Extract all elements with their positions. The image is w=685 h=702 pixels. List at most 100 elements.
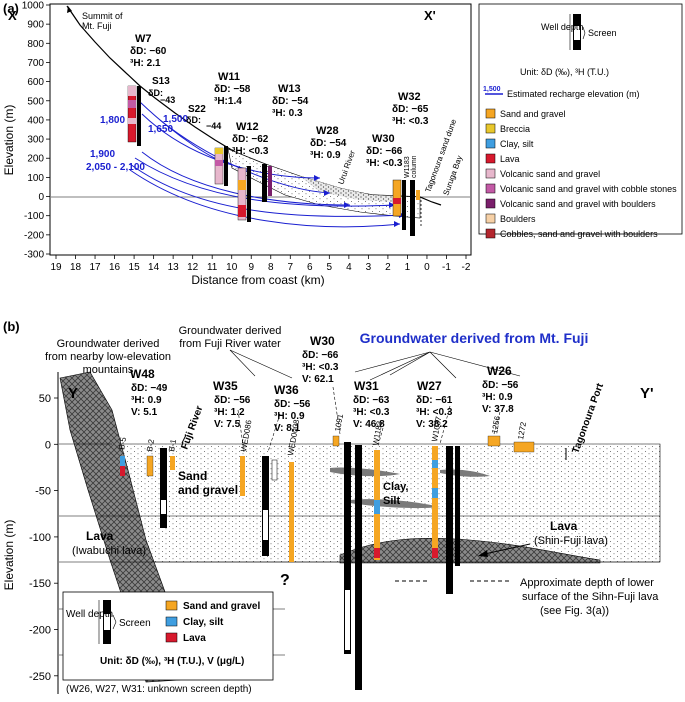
panel-b-y-label: Elevation (m) [2, 520, 16, 591]
a-ytick-label: -100 [24, 211, 44, 222]
approx-3: (see Fig. 3(a)) [540, 605, 609, 617]
legend-a-item-label: Sand and gravel [500, 109, 566, 119]
well-id-w1037: W1037 [430, 415, 443, 442]
legend-b-item-label: Lava [183, 633, 206, 644]
a-ytick-label: 1000 [22, 1, 45, 12]
a-ytick-label: -200 [24, 230, 44, 241]
legend-a-swatch [485, 123, 496, 134]
w27-dd: δD: −61 [416, 395, 453, 406]
w48-v: V: 5.1 [131, 407, 158, 418]
shin-fuji-lava [339, 537, 601, 564]
w31-name: W31 [354, 379, 379, 393]
w35-name: W35 [213, 379, 238, 393]
panel-b-y-axis: 500-50-100-150-200-250 [29, 393, 58, 683]
recharge-label-1800: 1,800 [100, 115, 125, 126]
legend-b-item-label: Clay, silt [183, 617, 224, 628]
legend-a-swatch [485, 183, 496, 194]
x-right-label: X' [424, 8, 436, 23]
w28-h: ³H: 0.9 [310, 150, 341, 161]
legend-a-item-label: Breccia [500, 124, 530, 134]
legend-a-item-label: Cobbles, sand and gravel with boulders [500, 229, 658, 239]
summit-label-2: Mt. Fuji [82, 21, 112, 31]
title-mt-fuji: Groundwater derived from Mt. Fuji [360, 330, 589, 346]
well-id-1256: 1256 [490, 415, 502, 435]
lava-right-arrowhead [478, 550, 488, 557]
well-w7-column [127, 85, 141, 146]
w27-name: W27 [417, 379, 442, 393]
b-ytick-label: -250 [29, 671, 51, 683]
b-ytick-label: -100 [29, 532, 51, 544]
a-ytick-label: 800 [27, 39, 44, 50]
a-xtick-label: 6 [307, 262, 313, 273]
legend-a-item-label: Lava [500, 154, 520, 164]
w12-name: W12 [236, 121, 259, 133]
a-xtick-label: 17 [89, 262, 101, 273]
w30-dd: δD: −66 [366, 146, 403, 157]
legend-a-item-label: Volcanic sand and gravel with boulders [500, 199, 656, 209]
b-ytick-label: -50 [35, 486, 51, 498]
a-ytick-label: 900 [27, 20, 44, 31]
w13-h: ³H: 0.3 [272, 108, 303, 119]
title-low-2: from nearby low-elevation [45, 351, 171, 363]
a-xtick-label: 18 [70, 262, 82, 273]
legend-b-item-label: Sand and gravel [183, 601, 260, 612]
w26-v: V: 37.8 [482, 404, 514, 415]
panel-a-y-axis: 10009008007006005004003002001000-100-200… [22, 1, 50, 261]
w31-dd: δD: −63 [353, 395, 390, 406]
panel-b-well-ids: B-5 B-2 B-1 WED086 WED0008 1091 W1183 W1… [117, 413, 528, 457]
legend-a-screen: Screen [588, 28, 617, 38]
a-ytick-label: 700 [27, 58, 44, 69]
a-ytick-label: 100 [27, 173, 44, 184]
s22-dd: δD: [186, 115, 201, 125]
well-id-b1: B-1 [167, 438, 178, 452]
w36-dd: δD: −56 [274, 399, 311, 410]
lava-left-label: Lava [86, 529, 114, 543]
well-w13-column [262, 164, 272, 202]
fuji-river-pointer-1 [229, 349, 256, 377]
recharge-label-1900: 1,900 [90, 149, 115, 160]
a-xtick-label: 9 [248, 262, 254, 273]
legend-a-swatch [485, 168, 496, 179]
fine-sediment [300, 176, 395, 202]
w13-dd: δD: −54 [272, 96, 309, 107]
a-xtick-label: 4 [346, 262, 352, 273]
well-w12-column [237, 166, 251, 222]
sand-label-1: Sand [178, 469, 207, 483]
w48-dd: δD: −49 [131, 383, 168, 394]
w12-h: ³H: <0.3 [232, 146, 269, 157]
a-xtick-label: 5 [327, 262, 333, 273]
a-xtick-label: 13 [168, 262, 180, 273]
a-xtick-label: 10 [226, 262, 238, 273]
legend-b-note: (W26, W27, W31: unknown screen depth) [66, 684, 252, 695]
summit-arrow [69, 9, 79, 23]
clay-lens-2 [350, 499, 440, 509]
b-ytick-label: -200 [29, 625, 51, 637]
a-ytick-label: 600 [27, 77, 44, 88]
y-left-label: Y [68, 385, 78, 402]
a-xtick-label: 19 [50, 262, 62, 273]
legend-a-item-label: Boulders [500, 214, 536, 224]
s22-h: −44 [206, 121, 221, 131]
lava-right-sub: (Shin-Fuji lava) [534, 535, 608, 547]
w27-h: ³H: <0.3 [416, 407, 453, 418]
legend-a-recharge-value: 1,500 [483, 86, 501, 93]
w7-name: W7 [135, 33, 152, 45]
recharge-label-1500: 1,500 [163, 114, 188, 125]
w7-dd: δD: −60 [130, 46, 167, 57]
w28-name: W28 [316, 125, 339, 137]
legend-a-item-label: Volcanic sand and gravel with cobble sto… [500, 184, 677, 194]
a-xtick-label: -2 [462, 262, 471, 273]
well-id-1091: 1091 [333, 413, 345, 433]
legend-a-swatch [485, 228, 496, 239]
a-xtick-label: 3 [366, 262, 372, 273]
w30b-h: ³H: <0.3 [302, 362, 339, 373]
a-ytick-label: 200 [27, 154, 44, 165]
w7-h: ³H: 2.1 [130, 58, 161, 69]
a-xtick-label: 16 [109, 262, 121, 273]
legend-a-swatch [485, 198, 496, 209]
w30-h: ³H: <0.3 [366, 158, 403, 169]
w26-name: W26 [487, 364, 512, 378]
question-mark: ? [280, 572, 290, 589]
